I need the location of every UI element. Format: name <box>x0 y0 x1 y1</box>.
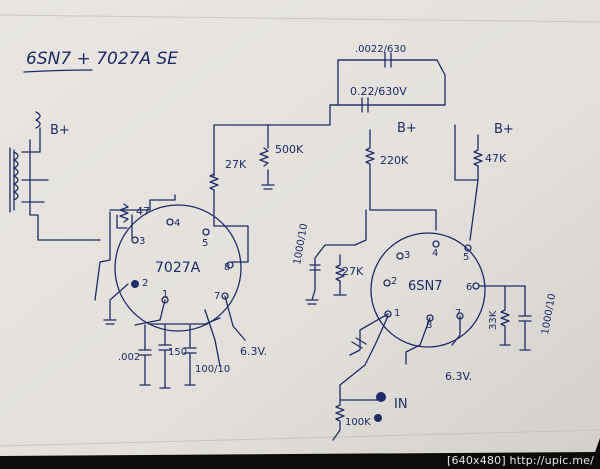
label-tube-6sn7: 6SN7 <box>408 279 443 294</box>
label-cap-coupling: 0.22/630V <box>350 85 407 98</box>
pin-label: 8 <box>426 320 432 331</box>
label-input: IN <box>394 397 408 412</box>
pin-label: 6 <box>466 282 472 293</box>
label-r-47: 47 <box>136 205 150 218</box>
ground-symbol <box>103 283 129 325</box>
label-r-33k: 33K <box>488 310 499 330</box>
input-ground <box>374 414 382 422</box>
pin-label: 5 <box>463 252 469 263</box>
label-cap-150: 150 <box>168 347 187 358</box>
pin-label: 4 <box>174 218 180 229</box>
resistor-27k <box>209 173 219 191</box>
pin-label: 7 <box>214 291 220 302</box>
pin-label: 7 <box>455 308 461 319</box>
label-r-27k-cathode: 27K <box>342 265 364 278</box>
image-source-caption[interactable]: [640x480] http://upic.me/ <box>446 454 594 467</box>
label-b-plus-right: B+ <box>494 122 514 137</box>
label-cap-100-10: 100/10 <box>195 364 230 375</box>
label-r-47k: 47K <box>485 152 507 165</box>
capacitor-small <box>337 52 438 68</box>
label-heater-left: 6.3V. <box>240 345 267 358</box>
pin-label: 2 <box>391 276 397 287</box>
label-cap-002: .002 <box>118 352 140 363</box>
label-r-27k: 27K <box>225 158 247 171</box>
transformer-winding <box>13 151 19 201</box>
label-b-plus-driver: B+ <box>397 121 417 136</box>
pin-label: 4 <box>432 248 438 259</box>
capacitor-1000-10 <box>309 264 321 271</box>
pin-label: 1 <box>162 289 168 300</box>
label-cap-small: .0022/630 <box>355 44 406 55</box>
resistor-100k <box>332 315 389 441</box>
input-jack <box>376 392 386 402</box>
pin-label: 3 <box>404 250 410 261</box>
speaker-tap-coil <box>35 111 41 129</box>
label-tube-7027a: 7027A <box>155 260 201 276</box>
label-b-plus-output: B+ <box>50 123 70 138</box>
pin-label: 8 <box>224 262 230 273</box>
transformer-primary <box>29 139 101 241</box>
pin-label: 5 <box>202 238 208 249</box>
label-r-100k: 100K <box>345 417 371 428</box>
label-heater-right: 6.3V. <box>445 370 472 383</box>
tube-6sn7-envelope <box>370 232 486 348</box>
pin-label: 2 <box>142 278 148 289</box>
tube-7027a-envelope <box>114 204 242 332</box>
pin-label: 3 <box>139 236 145 247</box>
paper-sheet <box>0 0 600 456</box>
schematic-title: 6SN7 + 7027A SE <box>26 49 178 69</box>
capacitor-coupling <box>329 97 446 113</box>
resistor-47 <box>119 203 129 223</box>
ground-hatch <box>349 313 389 356</box>
pin-label: 1 <box>394 308 400 319</box>
title-underline <box>23 69 93 73</box>
ruled-line <box>0 14 600 23</box>
label-r-220k: 220K <box>380 154 409 167</box>
transformer-taps <box>21 127 49 203</box>
ruled-line <box>0 429 600 447</box>
resistor-500k <box>259 124 275 190</box>
label-r-500k: 500K <box>275 143 304 156</box>
